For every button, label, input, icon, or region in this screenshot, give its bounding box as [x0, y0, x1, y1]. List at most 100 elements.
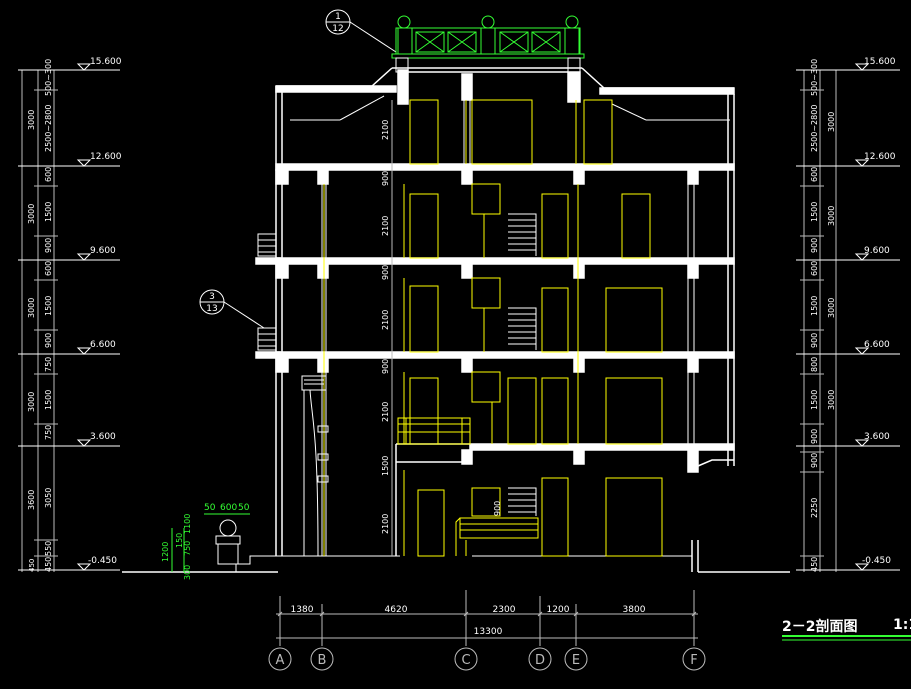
left-segment-labels: 500~300 2500~2800 600 1500 900 600 1500 …: [44, 59, 53, 572]
svg-text:450: 450: [810, 557, 819, 572]
bottom-dimension-lines: [276, 590, 698, 646]
bottom-dimension-labels: 1380 4620 2300 1200 3800 13300: [291, 605, 646, 637]
svg-text:900: 900: [810, 333, 819, 348]
detail-callout-1[interactable]: 1 12: [325, 9, 351, 35]
svg-text:50: 50: [204, 503, 216, 513]
svg-text:450: 450: [28, 559, 36, 572]
svg-text:2100: 2100: [381, 120, 390, 140]
right-level-1: 15.600: [864, 57, 896, 67]
svg-text:3000: 3000: [27, 204, 36, 224]
left-level-1: 15.600: [90, 57, 122, 67]
bottom-total: 13300: [474, 627, 503, 637]
svg-text:800: 800: [810, 357, 819, 372]
svg-text:2100: 2100: [381, 402, 390, 422]
floor-slab-1: [469, 443, 735, 451]
right-level-labels: 15.600 12.600 9.600 6.600 3.600 -0.450: [862, 57, 896, 566]
callout-1-bottom: 12: [332, 24, 343, 34]
svg-text:550: 550: [44, 541, 53, 556]
right-level-3: 9.600: [864, 246, 890, 256]
right-level-2: 12.600: [864, 152, 896, 162]
svg-text:900: 900: [44, 238, 53, 253]
right-level-5: 3.600: [864, 432, 890, 442]
svg-text:900: 900: [381, 265, 390, 280]
svg-text:3000: 3000: [827, 298, 836, 318]
pillar-dimensions: 50 600 50 1200 150 750 1100 300: [161, 503, 250, 580]
svg-text:600: 600: [810, 261, 819, 276]
floor-slab-4: [275, 163, 735, 171]
svg-text:900: 900: [493, 501, 502, 516]
right-elevation-scale: [796, 63, 900, 572]
svg-text:2250: 2250: [810, 498, 819, 518]
svg-text:50: 50: [238, 503, 250, 513]
svg-text:900: 900: [810, 429, 819, 444]
svg-text:2300: 2300: [493, 605, 516, 615]
axis-f: F: [690, 653, 697, 668]
svg-text:3000: 3000: [827, 206, 836, 226]
svg-text:3600: 3600: [27, 490, 36, 510]
left-level-5: 3.600: [90, 432, 116, 442]
floor-slab-2: [275, 351, 735, 359]
svg-text:1200: 1200: [161, 542, 170, 562]
axis-labels: A B C D E F: [276, 653, 698, 668]
svg-text:2500~2800: 2500~2800: [44, 105, 53, 152]
drawing-title: 2－2剖面图 1:1: [782, 617, 911, 641]
svg-text:3000: 3000: [27, 298, 36, 318]
left-level-labels: 15.600 12.600 9.600 6.600 3.600 -0.450: [88, 57, 122, 566]
svg-text:1500: 1500: [810, 296, 819, 316]
svg-text:1500: 1500: [44, 202, 53, 222]
right-segment-labels: 500~300 2500~2800 600 1500 900 600 1500 …: [810, 59, 819, 572]
right-total-labels: 3000 3000 3000 3000: [827, 112, 836, 410]
svg-text:600: 600: [810, 167, 819, 182]
axis-e: E: [572, 653, 580, 668]
svg-text:3050: 3050: [44, 488, 53, 508]
right-level-6: -0.450: [862, 556, 891, 566]
svg-text:1500: 1500: [810, 390, 819, 410]
svg-text:900: 900: [810, 453, 819, 468]
detail-callout-2[interactable]: 3 13: [199, 289, 225, 315]
svg-text:1380: 1380: [291, 605, 314, 615]
svg-text:600: 600: [44, 167, 53, 182]
left-elevation-scale: [18, 63, 120, 572]
title-main: 2－2剖面图: [782, 618, 857, 635]
svg-text:150: 150: [175, 533, 184, 548]
svg-text:3000: 3000: [827, 390, 836, 410]
svg-text:900: 900: [381, 359, 390, 374]
svg-text:1500: 1500: [44, 390, 53, 410]
svg-text:450: 450: [44, 557, 53, 572]
svg-text:750: 750: [44, 425, 53, 440]
svg-text:3000: 3000: [27, 110, 36, 130]
callout-1-top: 1: [335, 12, 341, 22]
left-total-labels: 3000 3000 3000 3000 3600 450: [27, 110, 36, 572]
svg-text:1100: 1100: [183, 514, 192, 534]
left-level-2: 12.600: [90, 152, 122, 162]
svg-text:3000: 3000: [27, 392, 36, 412]
left-level-6: -0.450: [88, 556, 117, 566]
svg-text:3800: 3800: [623, 605, 646, 615]
left-level-4: 6.600: [90, 340, 116, 350]
right-level-4: 6.600: [864, 340, 890, 350]
svg-text:750: 750: [183, 541, 192, 556]
axis-d: D: [535, 653, 545, 668]
axis-c: C: [461, 653, 470, 668]
title-scale: 1:1: [893, 617, 911, 633]
svg-text:500~300: 500~300: [44, 59, 53, 96]
svg-text:600: 600: [220, 503, 237, 513]
svg-text:1200: 1200: [547, 605, 570, 615]
gate-pillar: [215, 519, 241, 565]
left-level-3: 9.600: [90, 246, 116, 256]
axis-bubbles[interactable]: [268, 647, 706, 671]
svg-text:300: 300: [183, 565, 192, 580]
axis-a: A: [276, 653, 285, 668]
svg-text:750: 750: [44, 357, 53, 372]
svg-text:2100: 2100: [381, 514, 390, 534]
roof-ornament: [391, 15, 585, 73]
svg-text:900: 900: [810, 238, 819, 253]
svg-text:3000: 3000: [827, 112, 836, 132]
openings: [323, 99, 663, 557]
svg-text:2100: 2100: [381, 310, 390, 330]
floor-slab-3: [275, 257, 735, 265]
svg-text:500~300: 500~300: [810, 59, 819, 96]
building-section: [122, 21, 790, 573]
